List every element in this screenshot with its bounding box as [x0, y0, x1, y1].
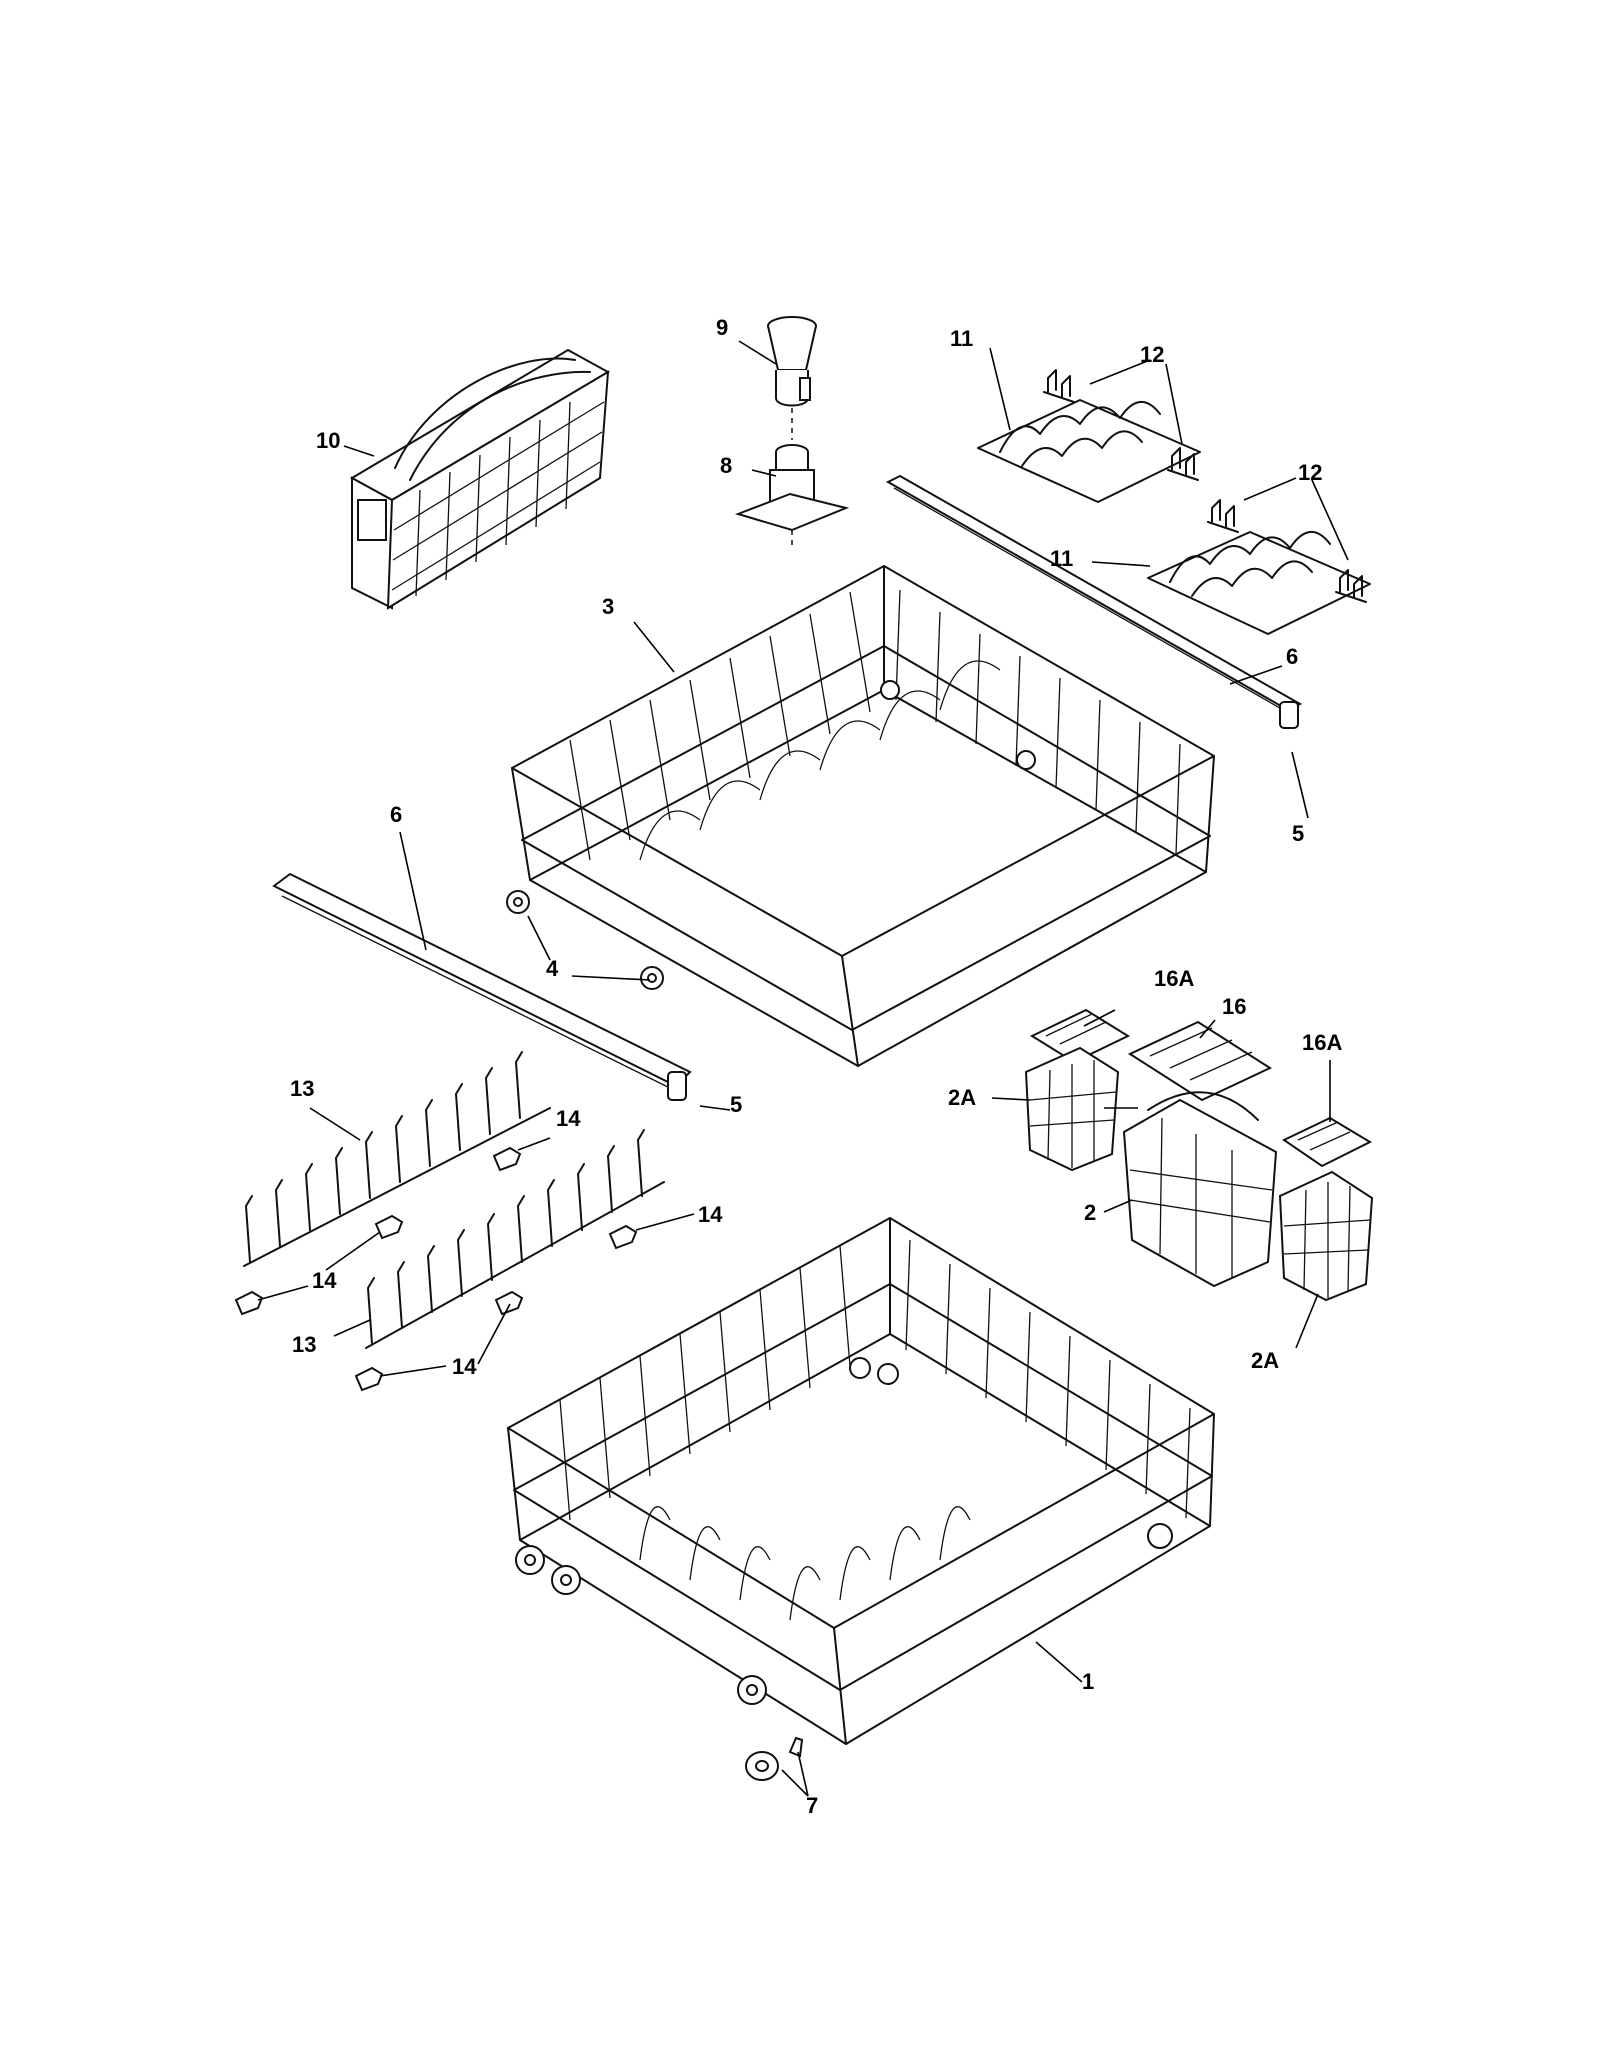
part-16a-basket-lid-left: [1029, 1008, 1131, 1064]
part-7-wheel-and-axle: [745, 1736, 804, 1781]
callout-11-upper: 11: [950, 326, 973, 351]
callout-14-d: 14: [452, 1354, 477, 1379]
part-2-basket-center: [1122, 1091, 1278, 1288]
callout-13-lower: 13: [292, 1332, 316, 1357]
part-2a-basket-left: [1024, 1046, 1120, 1172]
callout-12-lower: 12: [1298, 460, 1322, 485]
part-6-rail-upper: [885, 474, 1303, 717]
callout-13-upper: 13: [290, 1076, 314, 1101]
leader-lines: [257, 340, 1349, 1797]
callout-5-upper: 5: [1292, 821, 1304, 846]
callout-2a-right: 2A: [1251, 1348, 1279, 1373]
callout-1: 1: [1082, 1669, 1094, 1694]
part-11-cup-shelf-upper: [977, 399, 1201, 503]
part-1-lower-rack: [507, 1217, 1215, 1745]
part-13-tine-row-upper: [243, 1051, 551, 1267]
part-16-basket-lid-center: [1127, 1020, 1273, 1102]
callout-5-lower: 5: [730, 1092, 742, 1117]
part-3-upper-rack: [511, 565, 1215, 1067]
callout-14-c: 14: [312, 1268, 337, 1293]
callout-2a-left: 2A: [948, 1085, 976, 1110]
callout-2: 2: [1084, 1200, 1096, 1225]
callout-7: 7: [806, 1793, 818, 1818]
callout-6-upper: 6: [1286, 644, 1298, 669]
callout-16: 16: [1222, 994, 1246, 1019]
part-5-rail-stop-upper: [1279, 701, 1299, 729]
part-16a-basket-lid-right: [1282, 1116, 1373, 1168]
callout-14-a: 14: [556, 1106, 581, 1131]
part-5-rail-stop-lower: [667, 1071, 687, 1101]
callout-12-upper: 12: [1140, 342, 1164, 367]
part-10-silverware-basket: [349, 348, 611, 610]
part-14-tine-clips: [234, 1146, 638, 1392]
callout-10: 10: [316, 428, 340, 453]
part-2a-basket-right: [1278, 1170, 1374, 1302]
callout-11-lower: 11: [1050, 546, 1073, 571]
part-9-funnel: [767, 316, 817, 440]
callout-4: 4: [546, 956, 559, 981]
callout-8: 8: [720, 453, 732, 478]
part-11-cup-shelf-lower: [1147, 531, 1371, 635]
callout-labels: 1 2 2A 2A 3 4 5 5 6 6 7 8 9 10 11 11 12 …: [290, 315, 1342, 1818]
part-4-rack-wheels: [506, 890, 664, 990]
callout-3: 3: [602, 594, 614, 619]
callout-16a-left: 16A: [1154, 966, 1194, 991]
callout-6-lower: 6: [390, 802, 402, 827]
part-12-shelf-clips: [1043, 369, 1367, 603]
callout-9: 9: [716, 315, 728, 340]
callout-16a-right: 16A: [1302, 1030, 1342, 1055]
part-13-tine-row-lower: [365, 1129, 665, 1349]
part-6-rail-lower: [272, 872, 692, 1095]
part-8-spray-adapter: [734, 444, 850, 550]
callout-14-b: 14: [698, 1202, 723, 1227]
